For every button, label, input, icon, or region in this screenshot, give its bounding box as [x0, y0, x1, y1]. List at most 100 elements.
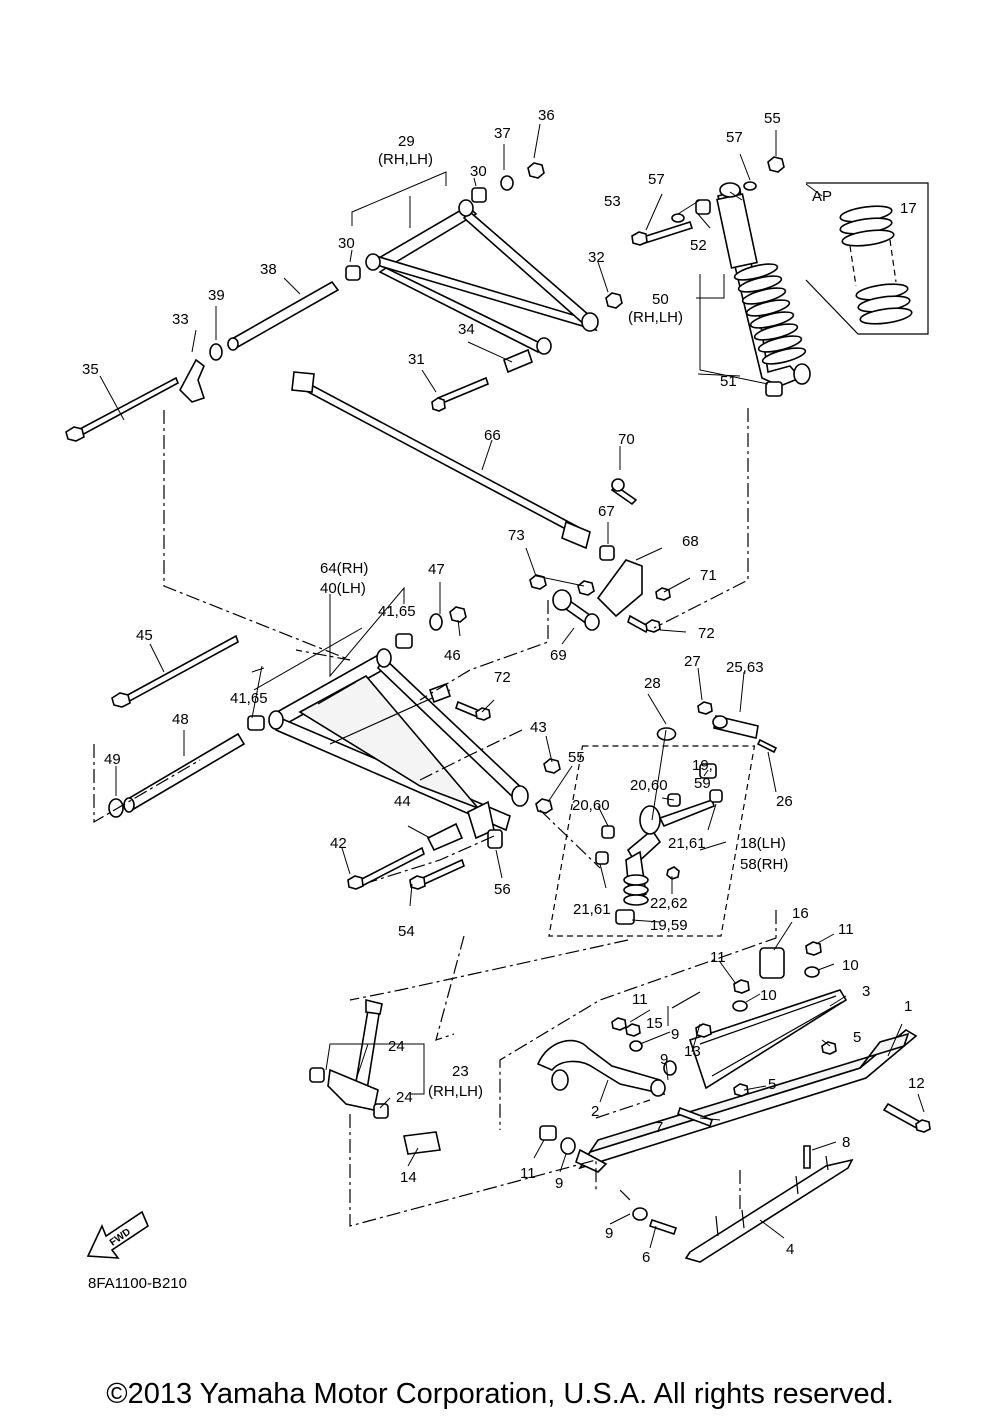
label-21-61b: 21,61	[573, 901, 611, 918]
label-30b: 30	[338, 235, 355, 252]
label-14: 14	[400, 1169, 417, 1186]
label-32: 32	[588, 249, 605, 266]
label-36: 36	[538, 107, 555, 124]
label-54: 54	[398, 923, 415, 940]
label-38: 38	[260, 261, 277, 278]
label-68: 68	[682, 533, 699, 550]
label-43: 43	[530, 719, 547, 736]
spindle	[595, 763, 723, 925]
label-52: 52	[690, 237, 707, 254]
label-40: 40(LH)	[320, 580, 366, 597]
label-9a: 9	[671, 1026, 679, 1043]
label-66: 66	[484, 427, 501, 444]
label-20-60a: 20,60	[630, 777, 668, 794]
label-71: 71	[700, 567, 717, 584]
label-50: 50	[652, 291, 669, 308]
label-13: 13	[684, 1043, 701, 1060]
part-labels: 1 2 3 4 5 5 6 7 8 9 9 9 9 10 10 11 11 11…	[82, 107, 925, 1266]
label-53: 53	[604, 193, 621, 210]
label-10b: 10	[760, 987, 777, 1004]
label-47: 47	[428, 561, 445, 578]
label-25-63: 25,63	[726, 659, 764, 676]
label-9c: 9	[555, 1175, 563, 1192]
bushings-30	[345, 187, 487, 281]
label-30a: 30	[470, 163, 487, 180]
label-48: 48	[172, 711, 189, 728]
label-72a: 72	[698, 625, 715, 642]
stabilizer-link	[529, 478, 671, 634]
label-15: 15	[646, 1015, 663, 1032]
label-19-59a-2: 59	[694, 775, 711, 792]
label-31: 31	[408, 351, 425, 368]
label-42: 42	[330, 835, 347, 852]
label-17: 17	[900, 200, 917, 217]
spindle-box	[548, 745, 756, 937]
label-16: 16	[792, 905, 809, 922]
drawing-code: 8FA1100-B210	[88, 1275, 187, 1292]
label-29: 29	[398, 133, 415, 150]
label-5b: 5	[768, 1076, 776, 1093]
label-23: 23	[452, 1063, 469, 1080]
steering-arm	[656, 701, 778, 754]
label-70: 70	[618, 431, 635, 448]
label-11b: 11	[710, 949, 726, 966]
label-56: 56	[494, 881, 511, 898]
label-21-61a: 21,61	[668, 835, 706, 852]
label-11d: 11	[520, 1165, 536, 1182]
label-4: 4	[786, 1241, 794, 1258]
ap-spring-inset: AP	[805, 182, 929, 335]
label-18: 18(LH)	[740, 835, 786, 852]
upper-a-arm	[365, 199, 599, 355]
dash-lines	[93, 408, 777, 1227]
label-22-62: 22,62	[650, 895, 688, 912]
label-10a: 10	[842, 957, 859, 974]
label-19-59a-1: 19,	[692, 757, 713, 774]
label-5a: 5	[853, 1029, 861, 1046]
label-44: 44	[394, 793, 411, 810]
label-12: 12	[908, 1075, 925, 1092]
label-7: 7	[655, 1119, 663, 1136]
label-72b: 72	[494, 669, 511, 686]
label-9d: 9	[605, 1225, 613, 1242]
upper-hardware	[65, 162, 623, 442]
label-64: 64(RH)	[320, 560, 368, 577]
label-24b: 24	[396, 1089, 413, 1106]
label-35: 35	[82, 361, 99, 378]
label-41-65b: 41,65	[230, 690, 268, 707]
shock-hardware	[631, 156, 785, 397]
label-11c: 11	[632, 991, 648, 1008]
label-46: 46	[444, 647, 461, 664]
label-58: 58(RH)	[740, 856, 788, 873]
label-26: 26	[776, 793, 793, 810]
label-8: 8	[842, 1134, 850, 1151]
fwd-arrow-icon: FWD	[86, 1210, 149, 1259]
label-45: 45	[136, 627, 153, 644]
steering-column	[309, 998, 441, 1155]
label-55b: 55	[568, 749, 585, 766]
label-33: 33	[172, 311, 189, 328]
label-29b: (RH,LH)	[378, 151, 433, 168]
label-9b: 9	[660, 1051, 668, 1068]
label-23b: (RH,LH)	[428, 1083, 483, 1100]
label-49: 49	[104, 751, 121, 768]
label-1: 1	[904, 998, 912, 1015]
label-34: 34	[458, 321, 475, 338]
stabilizer-bar	[291, 371, 591, 550]
label-57a: 57	[726, 129, 743, 146]
label-57b: 57	[648, 171, 665, 188]
label-27: 27	[684, 653, 701, 670]
label-51: 51	[720, 373, 737, 390]
label-3: 3	[862, 983, 870, 1000]
copyright-notice: ©2013 Yamaha Motor Corporation, U.S.A. A…	[106, 1378, 894, 1410]
label-67: 67	[598, 503, 615, 520]
leader-lines	[99, 123, 925, 1249]
label-19-59b: 19,59	[650, 917, 688, 934]
ski	[578, 941, 931, 1263]
label-41-65a: 41,65	[378, 603, 416, 620]
shock-absorber	[716, 182, 811, 387]
lower-hardware	[108, 606, 561, 890]
label-28: 28	[644, 675, 661, 692]
label-69: 69	[550, 647, 567, 664]
lower-a-arm	[268, 648, 529, 840]
